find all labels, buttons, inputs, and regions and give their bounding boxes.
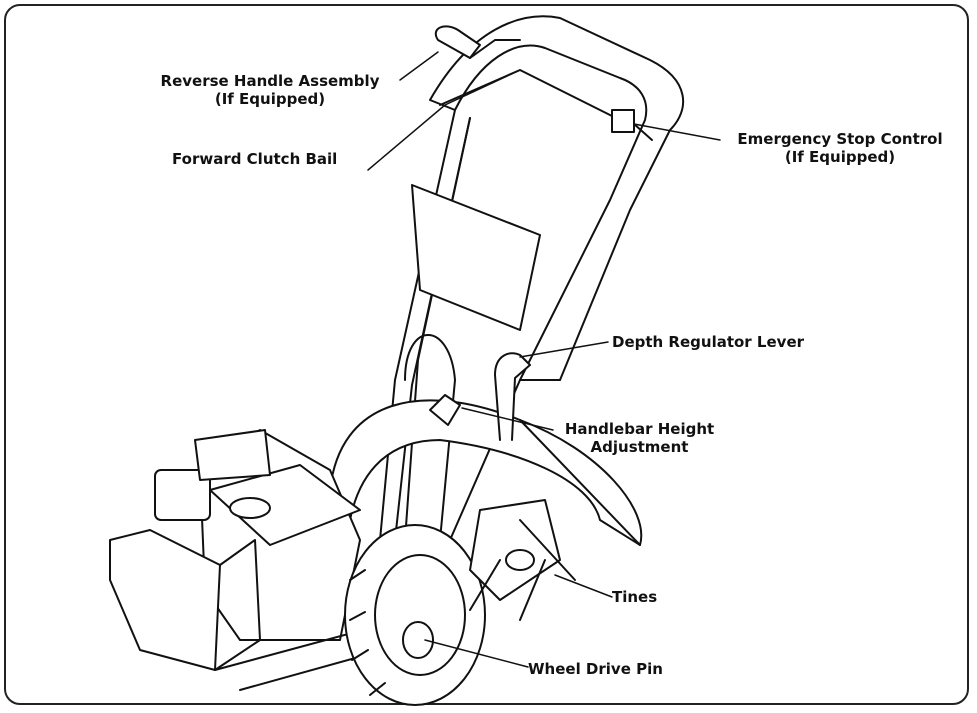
height-knob: [429, 394, 461, 426]
emergency-stop-note: (If Equipped): [784, 148, 896, 166]
leader-forward-clutch: [367, 69, 521, 171]
fuel-cap: [229, 497, 271, 519]
leader-wheel-drive-pin: [424, 639, 529, 668]
reverse-handle-title: Reverse Handle Assembly: [160, 72, 380, 90]
tines-label: Tines: [612, 588, 658, 606]
reverse-handle-note: (If Equipped): [214, 90, 326, 108]
recoil: [194, 429, 271, 481]
tine-hood: [329, 399, 643, 546]
forward-clutch-label: Forward Clutch Bail: [172, 150, 338, 168]
depth-regulator-label: Depth Regulator Lever: [612, 333, 805, 351]
leader-depth-regulator: [519, 341, 609, 358]
handlebar-tube-left-inner: [404, 117, 471, 541]
support-arch: [404, 334, 456, 541]
handlebar-tube-right: [449, 379, 561, 541]
leader-handlebar-height: [461, 407, 554, 431]
handlebar-height-line2: Adjustment: [590, 438, 689, 456]
console-panel: [411, 184, 541, 331]
handlebar-loop: [429, 15, 684, 381]
handlebar-height-line1: Handlebar Height: [564, 420, 715, 438]
leader-tines: [554, 574, 613, 598]
handlebar-height-label: Handlebar Height Adjustment: [552, 420, 727, 456]
emergency-stop-title: Emergency Stop Control: [737, 130, 943, 148]
air-filter: [154, 469, 211, 521]
emergency-stop-box: [611, 109, 635, 133]
emergency-stop-label: Emergency Stop Control (If Equipped): [720, 130, 960, 166]
wheel-hub: [402, 621, 434, 659]
reverse-handle-knob: [434, 25, 481, 59]
reverse-handle-label: Reverse Handle Assembly (If Equipped): [145, 72, 395, 108]
leader-reverse-handle: [399, 51, 439, 81]
wheel-drive-pin-label: Wheel Drive Pin: [528, 660, 663, 678]
leader-emergency-stop: [633, 123, 721, 141]
